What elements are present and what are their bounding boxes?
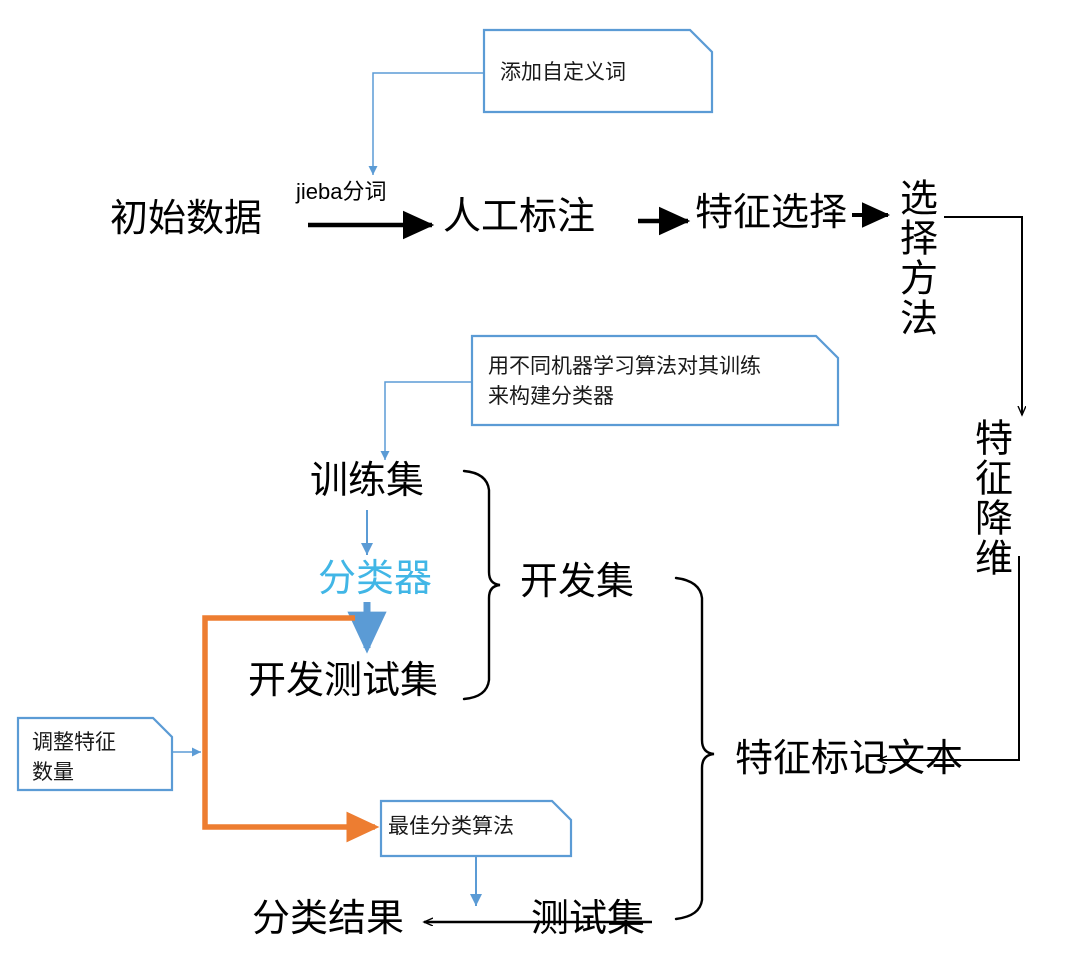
- node-classifier[interactable]: 分类器: [318, 558, 433, 600]
- node-feature-select[interactable]: 特征选择: [695, 192, 848, 234]
- node-dev-test-set[interactable]: 开发测试集: [248, 660, 439, 702]
- callout-box-best-algorithm: [379, 799, 573, 858]
- callout-text-best-algorithm[interactable]: 最佳分类算法: [388, 815, 514, 838]
- callout-box-adjust-feature-count: [16, 716, 174, 792]
- callout-box-train-classifier: [470, 334, 840, 427]
- arrow-method-to-feature-reduce: [944, 216, 1022, 415]
- node-manual-label[interactable]: 人工标注: [443, 196, 596, 238]
- callout-text-add-custom-words[interactable]: 添加自定义词: [500, 61, 626, 84]
- callout-box-add-custom-words: [482, 28, 714, 114]
- callout-text-train-classifier[interactable]: 用不同机器学习算法对其训练 来构建分类器: [488, 355, 761, 409]
- node-classify-result[interactable]: 分类结果: [252, 898, 405, 940]
- leader-line-add-custom-words: [368, 72, 484, 175]
- node-feature-reduce[interactable]: 特征降维: [968, 418, 1011, 578]
- callout-text-adjust-feature-count[interactable]: 调整特征 数量: [32, 731, 116, 785]
- node-feature-marked-text[interactable]: 特征标记文本: [735, 738, 964, 780]
- node-train-set[interactable]: 训练集: [310, 460, 425, 502]
- arrow-feature-reduce-to-marked-text: [878, 556, 1020, 760]
- orange-feedback-path: [202, 615, 380, 843]
- leader-line-train-classifier: [380, 381, 472, 460]
- node-initial-data[interactable]: 初始数据: [110, 198, 263, 240]
- node-dev-set[interactable]: 开发集: [520, 561, 635, 603]
- brace-dev-set: [462, 469, 501, 701]
- node-select-method[interactable]: 选择方法: [893, 178, 936, 338]
- brace-feature-marked-text: [674, 576, 715, 921]
- node-test-set[interactable]: 测试集: [531, 898, 646, 940]
- edge-label-jieba: jieba分词: [296, 179, 387, 204]
